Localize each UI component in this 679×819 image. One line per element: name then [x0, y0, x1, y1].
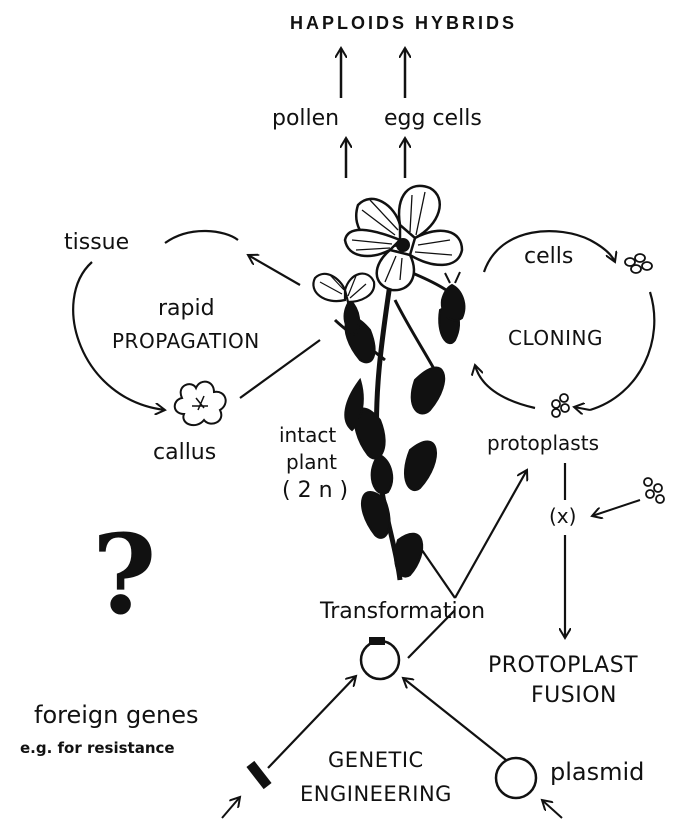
protoplast-label: PROTOPLAST: [488, 655, 638, 677]
cells-label: cells: [524, 246, 573, 268]
propagation-label: PROPAGATION: [112, 331, 260, 351]
transformation-label: Transformation: [320, 601, 485, 623]
arrow-protoplasts-to-x: [592, 500, 640, 516]
protoplast-cluster-icon: [552, 394, 569, 417]
diagram-title: HAPLOIDS HYBRIDS: [290, 14, 517, 32]
extra-protoplasts-icon: [644, 478, 664, 503]
tissue-label: tissue: [64, 232, 129, 254]
arrow-to-protoplast-cluster: [574, 407, 590, 410]
inserted-gene-icon: [369, 637, 385, 645]
plasmid-label: plasmid: [550, 760, 644, 784]
genetic-label: GENETIC: [328, 750, 424, 771]
callus-texture: [192, 396, 208, 410]
callus-label: callus: [153, 442, 216, 464]
arrow-transformation-to-protoplasts: [455, 470, 527, 598]
flower-plant-icon: [313, 186, 464, 580]
foreign-genes-label: foreign genes: [34, 703, 198, 727]
egg-cells-label: egg cells: [384, 108, 482, 130]
plant-label: plant: [286, 452, 337, 472]
cloning-loop-left: [475, 365, 535, 408]
arrow-into-gene: [222, 797, 240, 818]
cloning-label: CLONING: [508, 328, 603, 348]
fusion-mark-label: (x): [549, 506, 576, 526]
recombinant-plasmid-icon: [361, 641, 399, 679]
fusion-label: FUSION: [531, 685, 617, 707]
pollen-label: pollen: [272, 108, 339, 130]
arrow-plant-to-tissue: [248, 255, 300, 285]
foreign-gene-icon: [246, 761, 271, 789]
ploidy-label: ( 2 n ): [282, 480, 348, 502]
question-mark: ?: [92, 520, 156, 630]
rapid-label: rapid: [158, 298, 215, 320]
resistance-example-label: e.g. for resistance: [20, 741, 175, 756]
cells-cluster-icon: [625, 254, 652, 273]
protoplasts-label: protoplasts: [487, 433, 599, 453]
arrow-into-plasmid: [542, 800, 562, 818]
cloning-loop-right: [590, 292, 654, 410]
propagation-loop-top: [165, 231, 238, 243]
intact-label: intact: [279, 425, 336, 445]
plasmid-icon: [496, 758, 536, 798]
engineering-label: ENGINEERING: [300, 784, 452, 805]
